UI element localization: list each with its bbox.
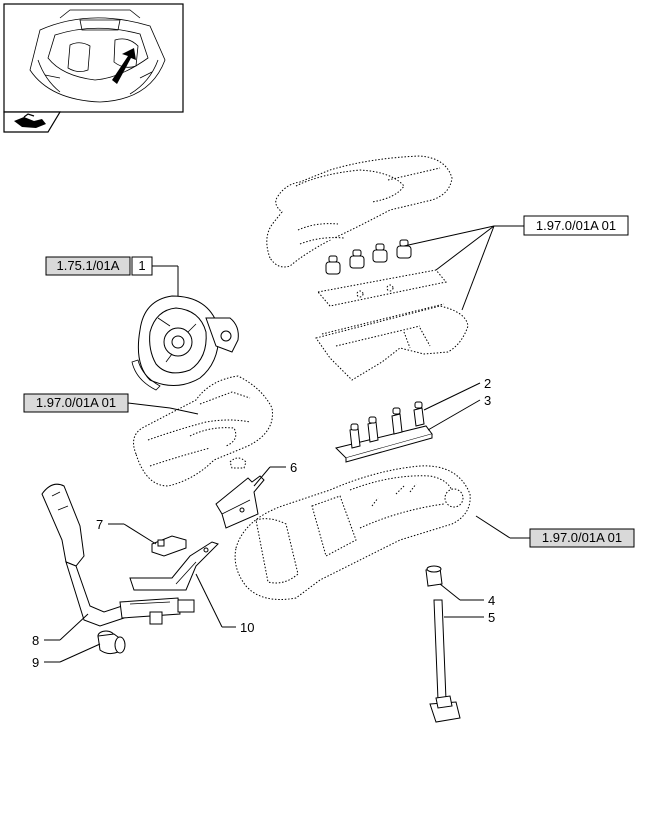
svg-text:1.97.0/01A 01: 1.97.0/01A 01 (542, 530, 622, 545)
control-knob (372, 243, 388, 263)
callout-2: 2 (484, 376, 491, 391)
callout-10: 10 (240, 620, 254, 635)
lever-boot (97, 630, 126, 655)
armrest-cover-assembly (266, 155, 469, 381)
callout-5: 5 (488, 610, 495, 625)
callout-7: 7 (96, 517, 103, 532)
reference-label-1751[interactable]: 1.75.1/01A (45, 256, 131, 276)
control-lever-assembly (41, 483, 195, 627)
toggle-switch (349, 423, 361, 449)
control-knob (349, 249, 365, 269)
reference-label-right[interactable]: 1.97.0/01A 01 (529, 528, 635, 548)
callout-3: 3 (484, 393, 491, 408)
connector (425, 565, 443, 587)
small-knob (229, 457, 247, 469)
leader-lines (44, 225, 530, 663)
tractor-cab-thumbnail-icon (29, 9, 166, 103)
navigation-arrow-icon[interactable] (3, 111, 62, 133)
sensor-cable (429, 599, 461, 723)
linkage-bracket (129, 541, 219, 591)
support-bracket (215, 475, 265, 529)
svg-text:1.97.0/01A 01: 1.97.0/01A 01 (36, 395, 116, 410)
switch-plate-assembly (335, 401, 433, 463)
control-knob (396, 239, 412, 259)
mounting-plate (151, 535, 187, 557)
toggle-switch (413, 401, 425, 427)
svg-text:1: 1 (138, 258, 145, 273)
reference-label-top[interactable]: 1.97.0/01A 01 (523, 215, 629, 236)
reference-label-left[interactable]: 1.97.0/01A 01 (23, 393, 129, 413)
callout-9: 9 (32, 655, 39, 670)
thumbnail-panel[interactable] (3, 3, 184, 133)
armrest-housing (234, 465, 471, 600)
reference-quantity-box: 1 (131, 256, 153, 276)
control-knob (325, 255, 341, 275)
callout-6: 6 (290, 460, 297, 475)
toggle-switch (367, 416, 379, 443)
svg-text:1.75.1/01A: 1.75.1/01A (57, 258, 120, 273)
console-base-housing (133, 375, 273, 487)
toggle-switch (391, 407, 403, 435)
instrument-dial-assembly (131, 295, 239, 391)
callout-4: 4 (488, 593, 495, 608)
callout-8: 8 (32, 633, 39, 648)
svg-text:1.97.0/01A 01: 1.97.0/01A 01 (536, 218, 616, 233)
